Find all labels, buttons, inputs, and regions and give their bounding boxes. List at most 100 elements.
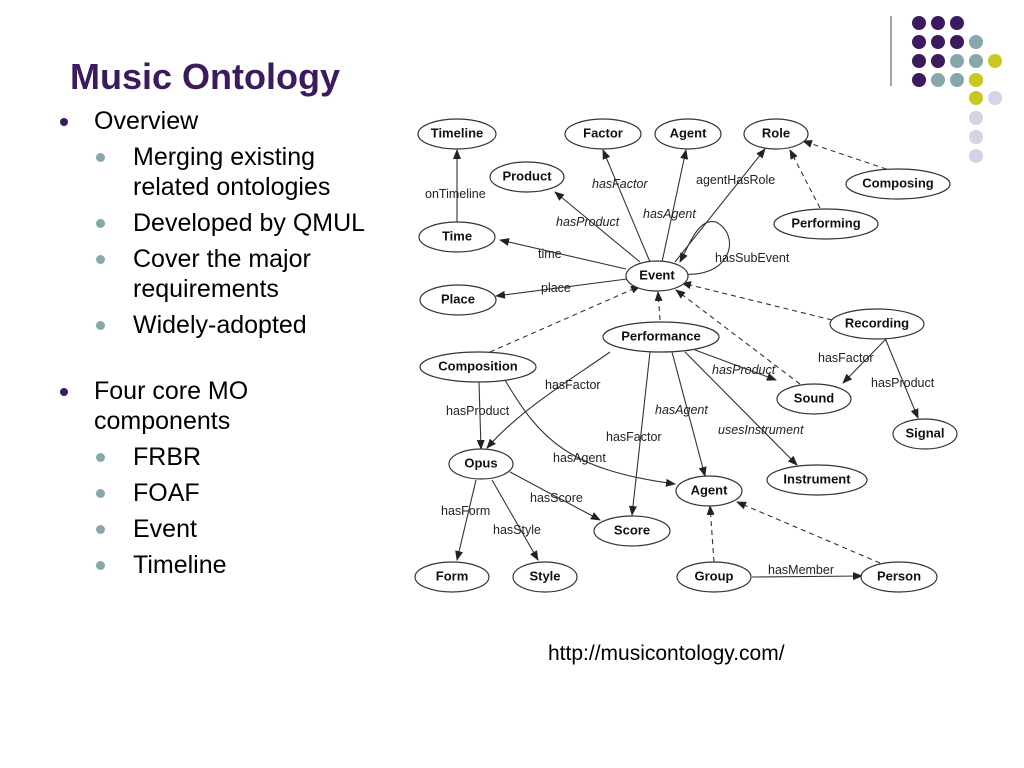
edge-label: hasFactor: [545, 378, 601, 392]
sub-bullet-item: FOAF: [58, 478, 388, 508]
edge-hasFactor: [842, 337, 888, 384]
edge-label: time: [538, 247, 562, 261]
node-agent: [675, 475, 743, 507]
node-label: Place: [441, 291, 475, 306]
node-label: Composition: [438, 358, 517, 373]
node-signal: [892, 418, 958, 450]
node-event: [625, 260, 689, 292]
edge-label: hasScore: [530, 491, 583, 505]
edge-label: hasFactor: [818, 351, 874, 365]
node-score: [593, 515, 671, 547]
edge-label: hasStyle: [493, 523, 541, 537]
edge-label: hasSubEvent: [715, 251, 790, 265]
node-product: [489, 161, 565, 193]
node-person: [860, 561, 938, 593]
edge-label: hasAgent: [655, 403, 708, 417]
edge-label: hasProduct: [871, 376, 935, 390]
node-label: Composing: [862, 175, 934, 190]
edge-label: hasProduct: [446, 404, 510, 418]
edge-label: onTimeline: [425, 187, 486, 201]
decorative-dot-grid: [912, 16, 1002, 163]
node-form: [414, 561, 490, 593]
node-label: Role: [762, 125, 790, 140]
node-recording: [829, 308, 925, 340]
node-label: Person: [877, 568, 921, 583]
node-label: Product: [502, 168, 552, 183]
divider-line: [890, 16, 892, 86]
node-label: Agent: [670, 125, 708, 140]
edge-hasAgent: [504, 379, 676, 487]
edge-hasFactor: [629, 351, 651, 516]
bullet-item: Four core MO components: [58, 376, 388, 436]
edge-hasProduct: [476, 381, 485, 450]
sub-bullet-item: Developed by QMUL: [58, 208, 388, 238]
edge-place: [495, 278, 628, 299]
edge-dashed: [681, 281, 833, 321]
node-label: Score: [614, 522, 650, 537]
sub-bullet-item: FRBR: [58, 442, 388, 472]
node-composition: [419, 351, 537, 383]
edge-label: hasMember: [768, 563, 834, 577]
node-label: Recording: [845, 315, 909, 330]
node-label: Signal: [905, 425, 944, 440]
node-label: Performance: [621, 328, 700, 343]
edge-hasScore: [509, 471, 601, 521]
edge-label: hasAgent: [553, 451, 606, 465]
edge-hasFactor: [486, 351, 611, 449]
node-time: [418, 221, 496, 253]
node-label: Instrument: [783, 471, 851, 486]
edge-label: hasForm: [441, 504, 490, 518]
node-performance: [602, 321, 720, 353]
edge-label: place: [541, 281, 571, 295]
edge-label: usesInstrument: [718, 423, 804, 437]
edge-hasSubEvent: [679, 220, 731, 275]
node-label: Event: [639, 267, 675, 282]
edge-label: hasFactor: [592, 177, 648, 191]
edge-time: [499, 238, 627, 270]
edge-label: hasFactor: [606, 430, 662, 444]
node-label: Performing: [791, 215, 860, 230]
node-sound: [776, 383, 852, 415]
edge-hasAgent: [661, 149, 689, 263]
sub-bullet-item: Widely-adopted: [58, 310, 388, 340]
edge-label: hasAgent: [643, 207, 696, 221]
node-label: Agent: [691, 482, 729, 497]
node-label: Opus: [464, 455, 497, 470]
edge-label: hasProduct: [712, 363, 776, 377]
node-place: [419, 284, 497, 316]
edge-dashed: [489, 285, 641, 353]
sub-bullet-item: Cover the major requirements: [58, 244, 388, 304]
bullet-list: Overview Merging existing related ontolo…: [58, 106, 388, 580]
edge-dashed: [802, 140, 896, 173]
node-label: Time: [442, 228, 472, 243]
edge-dashed: [736, 501, 881, 564]
node-agent: [654, 118, 722, 150]
edge-hasAgent: [671, 351, 707, 477]
edge-dashed: [789, 149, 821, 209]
node-timeline: [417, 118, 497, 150]
node-opus: [448, 448, 514, 480]
node-role: [743, 118, 809, 150]
edge-dashed: [706, 505, 715, 563]
edge-hasMember: [751, 572, 863, 581]
node-group: [676, 561, 752, 593]
node-label: Form: [436, 568, 469, 583]
node-label: Sound: [794, 390, 834, 405]
edge-label: hasProduct: [556, 215, 620, 229]
node-style: [512, 561, 578, 593]
edge-usesInstrument: [684, 351, 798, 466]
node-label: Timeline: [431, 125, 484, 140]
edge-hasProduct: [884, 337, 919, 419]
node-factor: [564, 118, 642, 150]
slide-title: Music Ontology: [70, 56, 340, 97]
node-label: Factor: [583, 125, 623, 140]
node-performing: [773, 208, 879, 240]
edge-hasStyle: [491, 479, 539, 561]
ontology-diagram: onTimeline hasFactor hasProduct hasAgent…: [414, 118, 958, 593]
node-instrument: [766, 464, 868, 496]
sub-bullet-item: Timeline: [58, 550, 388, 580]
node-label: Group: [695, 568, 734, 583]
bullet-item: Overview: [58, 106, 388, 136]
edge-dashed: [654, 291, 663, 321]
node-label: Style: [529, 568, 560, 583]
